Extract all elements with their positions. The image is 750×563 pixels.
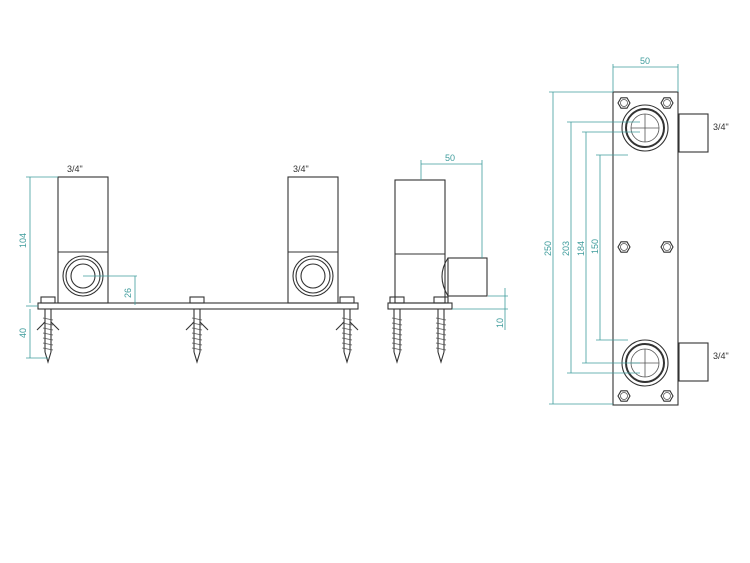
mounting-plate [37,302,359,310]
side-plate [387,302,453,310]
rear-plate [612,91,679,406]
dim-104: 104 [18,233,28,248]
hex-nut [660,241,674,253]
rear-dim-50: 50 [640,56,650,66]
right-valve-body [287,176,339,304]
side-anchors [389,296,449,364]
rear-view: 3/4" 3/4" 50 250 203 184 150 [543,56,729,406]
bolt-head [189,296,205,304]
top-connection-label: 3/4" [713,122,729,132]
right-outlet-bore [300,263,326,289]
left-connection-label: 3/4" [67,164,83,174]
side-valve-body [394,179,446,304]
dim-184: 184 [576,241,586,256]
wall-anchor [433,296,449,364]
side-pipe [447,257,488,297]
dim-203: 203 [561,241,571,256]
dim-150: 150 [590,239,600,254]
front-anchors [36,296,359,364]
bolt-head [339,296,355,304]
hex-nut [617,97,631,109]
top-pipe [678,113,709,153]
wall-anchor [36,296,60,364]
left-valve-body [57,176,109,304]
bolt-head [389,296,405,304]
dim-26: 26 [123,288,133,298]
right-outlet-ring [295,258,331,294]
wall-anchor [335,296,359,364]
dim-40: 40 [18,328,28,338]
bottom-connection-label: 3/4" [713,351,729,361]
side-view: 50 10 [387,153,508,364]
hex-nut [617,241,631,253]
rear-nuts [617,97,674,402]
bolt-head [40,296,56,304]
right-connection-label: 3/4" [293,164,309,174]
hex-nut [617,390,631,402]
side-dim-50: 50 [445,153,455,163]
wall-anchor [389,296,405,364]
wall-anchor [185,296,209,364]
bolt-head [433,296,449,304]
front-view: 3/4" 3/4" 104 40 26 [18,164,359,364]
side-dome [441,257,449,297]
top-valve-cartridge [621,104,669,152]
dim-250: 250 [543,241,553,256]
dim-10: 10 [495,318,505,328]
hex-nut [660,390,674,402]
bottom-pipe [678,342,709,382]
right-outlet [292,255,334,297]
hex-nut [660,97,674,109]
